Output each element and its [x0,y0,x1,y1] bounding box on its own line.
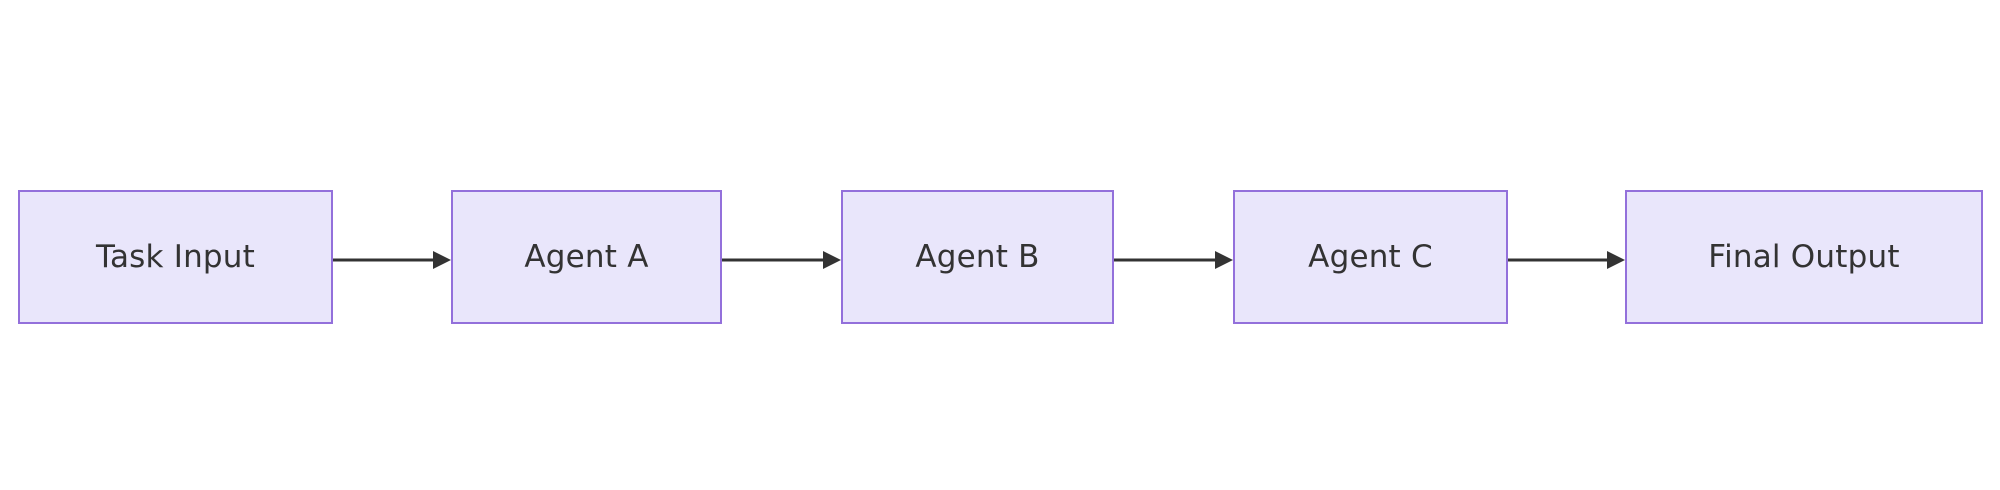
arrow-right-icon [722,251,841,269]
left-margin-spacer [0,190,18,324]
flow-node-agent-c[interactable]: Agent C [1233,190,1508,324]
flow-node-agent-a[interactable]: Agent A [451,190,722,324]
flow-node-label: Agent C [1308,238,1433,275]
flow-node-label: Agent A [524,238,649,275]
flow-edge-agent-a-to-agent-b [722,190,841,324]
flow-edge-task-input-to-agent-a [333,190,451,324]
flow-edge-agent-b-to-agent-c [1114,190,1233,324]
arrow-right-icon [333,251,451,269]
flow-node-agent-b[interactable]: Agent B [841,190,1114,324]
flow-node-label: Task Input [95,238,256,275]
flow-node-task-input[interactable]: Task Input [18,190,333,324]
flow-node-label: Final Output [1708,238,1900,275]
right-margin-spacer [1983,190,2000,324]
flow-node-label: Agent B [915,238,1040,275]
flow-node-final-output[interactable]: Final Output [1625,190,1983,324]
flow-edge-agent-c-to-final-output [1508,190,1625,324]
arrow-right-icon [1114,251,1233,269]
arrow-right-icon [1508,251,1625,269]
flowchart-sequence: Task Input Agent A Agent B [0,190,2000,324]
